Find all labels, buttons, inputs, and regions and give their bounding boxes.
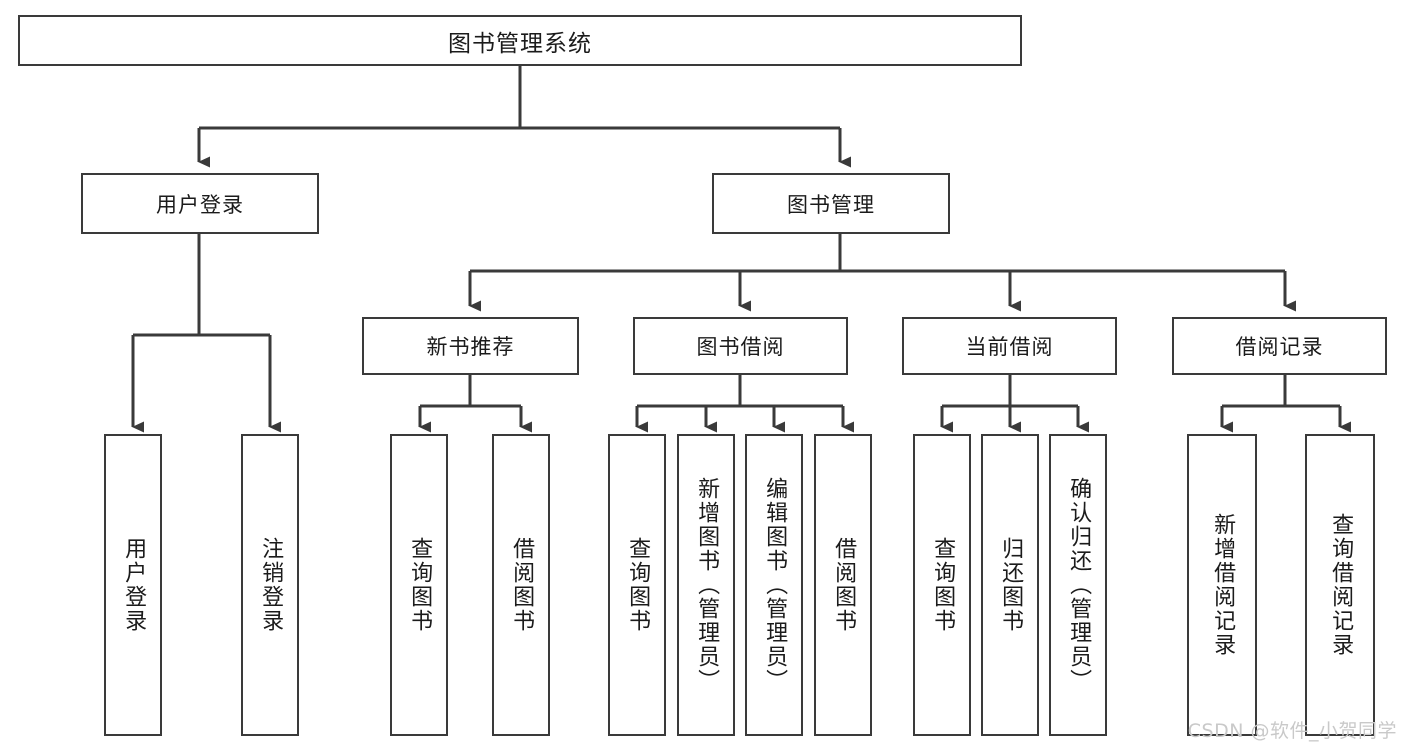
leaf-query-book-recommend[interactable]: 查询图书 <box>390 434 448 736</box>
leaf-query-book-borrow[interactable]: 查询图书 <box>608 434 666 736</box>
node-label: 新增借阅记录 <box>1210 513 1236 657</box>
node-label: 查询图书 <box>625 537 651 633</box>
leaf-query-book-current[interactable]: 查询图书 <box>913 434 971 736</box>
leaf-return-book[interactable]: 归还图书 <box>981 434 1039 736</box>
leaf-borrow-book-recommend[interactable]: 借阅图书 <box>492 434 550 736</box>
leaf-user-login[interactable]: 用户登录 <box>104 434 162 736</box>
node-new-book-recommend[interactable]: 新书推荐 <box>362 317 579 375</box>
node-label: 当前借阅 <box>965 335 1054 359</box>
node-label: 用户登录 <box>156 192 244 217</box>
node-label: 图书借阅 <box>696 335 785 359</box>
node-label: 归还图书 <box>998 537 1024 633</box>
leaf-edit-book-admin[interactable]: 编辑图书（管理员） <box>745 434 803 736</box>
node-label: 新书推荐 <box>426 335 515 359</box>
leaf-borrow-book[interactable]: 借阅图书 <box>814 434 872 736</box>
node-label: 查询图书 <box>407 537 433 633</box>
leaf-query-borrow-record[interactable]: 查询借阅记录 <box>1305 434 1375 736</box>
leaf-confirm-return-admin[interactable]: 确认归还（管理员） <box>1049 434 1107 736</box>
node-borrow-records[interactable]: 借阅记录 <box>1172 317 1387 375</box>
node-label: 注销登录 <box>258 537 284 633</box>
node-label: 用户登录 <box>121 537 147 633</box>
leaf-add-book-admin[interactable]: 新增图书（管理员） <box>677 434 735 736</box>
node-book-management[interactable]: 图书管理 <box>712 173 950 234</box>
node-label: 借阅记录 <box>1235 335 1324 359</box>
node-label: 图书管理 <box>787 192 875 217</box>
node-current-borrow[interactable]: 当前借阅 <box>902 317 1117 375</box>
node-label: 借阅图书 <box>831 537 857 633</box>
watermark-text: CSDN @软件_小贺同学 <box>1187 720 1397 742</box>
node-book-borrow[interactable]: 图书借阅 <box>633 317 848 375</box>
node-root-book-management-system[interactable]: 图书管理系统 <box>18 15 1022 66</box>
node-label: 图书管理系统 <box>448 30 592 57</box>
leaf-logout[interactable]: 注销登录 <box>241 434 299 736</box>
node-label: 编辑图书（管理员） <box>762 477 788 693</box>
node-label: 借阅图书 <box>509 537 535 633</box>
leaf-add-borrow-record[interactable]: 新增借阅记录 <box>1187 434 1257 736</box>
node-label: 查询借阅记录 <box>1328 513 1354 657</box>
node-label: 确认归还（管理员） <box>1066 477 1092 693</box>
node-label: 查询图书 <box>930 537 956 633</box>
node-label: 新增图书（管理员） <box>694 477 720 693</box>
node-user-login[interactable]: 用户登录 <box>81 173 319 234</box>
